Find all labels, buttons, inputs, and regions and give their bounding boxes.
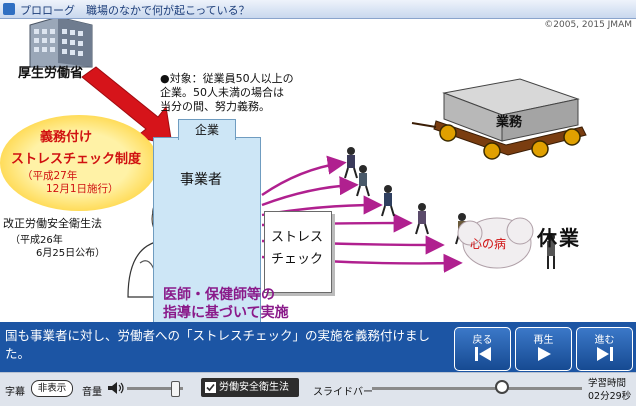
work-label: 業務	[496, 115, 523, 130]
work-cart-icon	[411, 78, 587, 160]
back-button-label: 戻る	[472, 335, 493, 346]
law-title: 改正労働安全衛生法	[3, 217, 102, 230]
company-box	[153, 137, 261, 327]
title-bar: プロローグ 職場のなかで何が起こっている？	[0, 0, 636, 19]
enforcement-date-line-2: 12月1日施行）	[46, 183, 119, 195]
mandate-arrow	[81, 66, 173, 146]
stress-check-system-label: ストレスチェック制度	[11, 152, 142, 167]
stress-check-card-line-2: チェック	[271, 252, 324, 267]
slide-bar-handle[interactable]	[495, 380, 510, 394]
speaker-icon	[108, 382, 124, 394]
volume-label: 音量	[82, 387, 102, 398]
leave-label: 休業	[537, 226, 581, 250]
obligation-highlight	[0, 115, 158, 211]
company-label: 企業	[178, 119, 236, 140]
forward-button-label: 進む	[594, 335, 615, 346]
enforcement-date-line-1: （平成27年	[22, 170, 78, 182]
skip-back-icon	[475, 347, 491, 361]
law-reference-button-label: 労働安全衛生法	[219, 382, 289, 393]
study-time-value: 02分29秒	[588, 391, 632, 402]
copyright: ©2005, 2015 JMAM	[544, 20, 632, 30]
doctor-note-line-2: 指導に基づいて実施	[163, 305, 289, 321]
volume-track[interactable]	[127, 387, 183, 390]
slide-bar-track[interactable]	[372, 387, 582, 390]
study-time-label: 学習時間	[588, 378, 627, 389]
target-note-line-3: 当分の間、努力義務。	[160, 100, 270, 113]
stress-check-card: ストレス チェック	[264, 211, 332, 293]
target-note-line-1: ●対象：従業員50人以上の	[160, 72, 294, 85]
obligation-label: 義務付け	[40, 130, 93, 145]
law-reference-button[interactable]: 労働安全衛生法	[201, 378, 299, 397]
page-title: プロローグ 職場のなかで何が起こっている？	[20, 4, 250, 17]
doctor-note-line-1: 医師・保健師等の	[163, 287, 275, 303]
ministry-building-icon	[29, 19, 93, 68]
back-button[interactable]: 戻る	[454, 327, 511, 371]
slide-area: 厚生労働省 ●対象：従業員50人以上の 企業。50人未満の場合は 当分の間、努力…	[0, 19, 636, 327]
slider-label: スライドバー	[313, 387, 373, 398]
mental-illness-cloud	[457, 217, 534, 269]
caption-toggle-button[interactable]: 非表示	[31, 380, 73, 397]
target-note-line-2: 企業。50人未満の場合は	[160, 86, 284, 99]
mental-illness-label: 心の病	[470, 237, 507, 251]
law-date-line-2: 6月25日公布）	[36, 248, 106, 259]
ministry-label: 厚生労働省	[18, 66, 84, 81]
stress-check-card-line-1: ストレス	[271, 230, 324, 245]
play-icon	[538, 347, 551, 361]
title-marker-icon	[3, 3, 15, 15]
employer-label: 事業者	[180, 172, 222, 188]
control-bar	[0, 372, 636, 406]
forward-button[interactable]: 進む	[576, 327, 633, 371]
law-date-line-1: （平成26年	[10, 235, 63, 246]
subtitle-text: 国も事業者に対し、労働者への「ストレスチェック」の実施を義務付けました。	[5, 328, 431, 361]
volume-slider-handle[interactable]	[170, 381, 180, 397]
skip-forward-icon	[597, 347, 613, 361]
play-button-label: 再生	[533, 335, 554, 346]
caption-label: 字幕	[5, 387, 25, 398]
play-button[interactable]: 再生	[515, 327, 572, 371]
checkbook-icon	[205, 382, 216, 393]
